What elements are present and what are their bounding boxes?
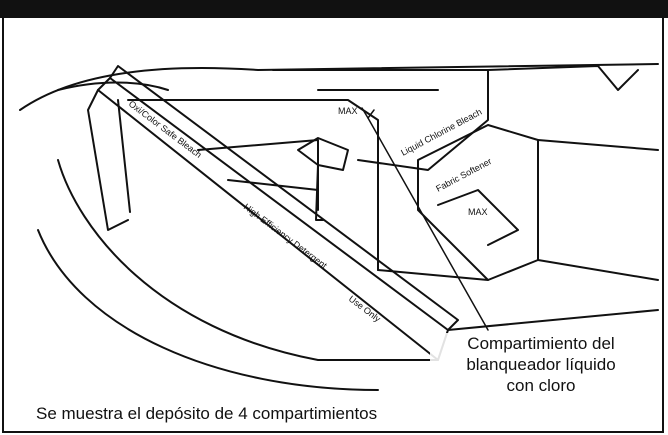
fabric-softener-compartment (417, 124, 539, 281)
callout-text: Compartimiento del blanqueador líquido c… (430, 333, 652, 396)
callout-line-3: con cloro (506, 376, 576, 395)
label-max-2: MAX (468, 207, 488, 217)
label-max-1: MAX (338, 106, 358, 116)
drawer-outline (19, 63, 659, 111)
label-use-only: Use Only (347, 294, 383, 325)
label-liquid-chlorine: Liquid Chlorine Bleach (399, 107, 483, 158)
label-bleach: Oxi/Color Safe Bleach (127, 99, 204, 160)
top-border-bar (0, 0, 668, 18)
dispenser-tab (297, 137, 349, 171)
label-fabric-softener: Fabric Softener (434, 156, 493, 194)
dispenser-drawing: Oxi/Color Safe Bleach High Efficiency De… (19, 63, 659, 391)
callout-line-2: blanqueador líquido (466, 355, 616, 374)
liquid-chlorine-compartment (272, 69, 489, 171)
callout-line-1: Compartimiento del (467, 334, 615, 353)
callout-leader (367, 117, 489, 331)
figure-caption: Se muestra el depósito de 4 compartimien… (36, 404, 378, 423)
